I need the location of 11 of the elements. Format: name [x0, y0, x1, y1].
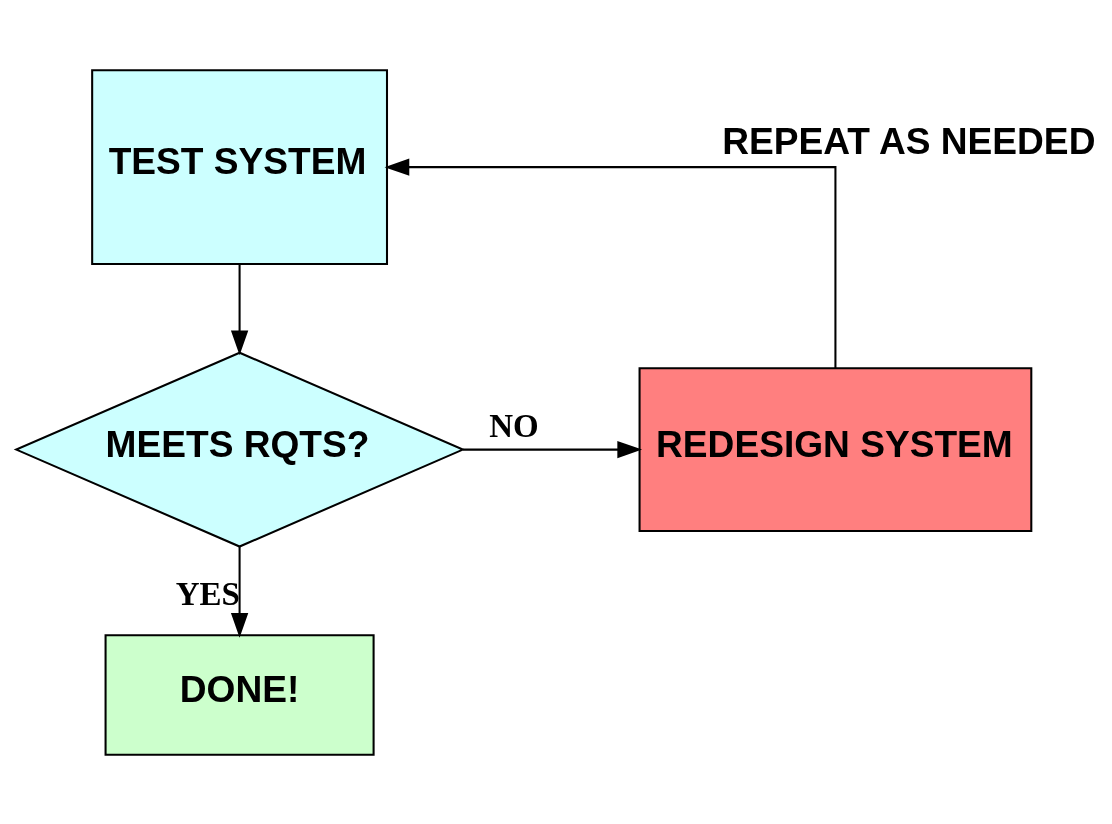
edge-label: NO	[489, 407, 539, 444]
node-box: DONE!	[104, 633, 375, 756]
arrow	[463, 440, 643, 458]
node-box: REDESIGN SYSTEM	[638, 366, 1033, 532]
arrow	[384, 157, 837, 368]
node-diamond: MEETS RQTS?	[13, 351, 466, 548]
arrow	[230, 546, 249, 638]
edge-label: YES	[175, 575, 240, 612]
edge-label: REPEAT AS NEEDED	[722, 119, 1096, 162]
arrow	[230, 263, 249, 355]
node-box: TEST SYSTEM	[91, 68, 389, 265]
